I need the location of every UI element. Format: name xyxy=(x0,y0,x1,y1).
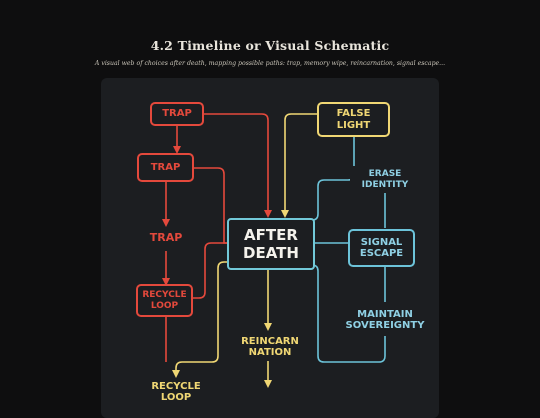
node-trap-top-label: TRAP xyxy=(162,108,192,120)
edge-false-light-to-center-blue xyxy=(311,136,355,221)
node-maintain-sovereignty: MAINTAIN SOVEREIGNTY xyxy=(338,305,432,335)
edge-trap-mid-to-center xyxy=(194,167,228,244)
node-trap-top: TRAP xyxy=(150,102,204,126)
node-trap-mid: TRAP xyxy=(137,153,194,182)
edge-trap-top-to-center xyxy=(204,113,272,218)
edge-center-to-recycle-loop-bottom xyxy=(172,261,228,378)
node-reincarnation: REINCARN NATION xyxy=(232,332,308,362)
node-recycle-loop-box-label: RECYCLE LOOP xyxy=(142,290,187,311)
node-false-light: FALSE LIGHT xyxy=(317,102,390,137)
node-after-death-label: AFTER DEATH xyxy=(243,226,299,262)
node-signal-escape-label: SIGNAL ESCAPE xyxy=(359,236,404,260)
node-erase-identity: ERASE IDENTITY xyxy=(350,166,420,193)
node-trap-plain: TRAP xyxy=(136,229,196,247)
edge-center-to-recycle-loop xyxy=(191,242,228,299)
node-recycle-loop-bottom: RECYCLE LOOP xyxy=(144,379,208,405)
node-trap-mid-label: TRAP xyxy=(150,161,181,173)
node-false-light-label: FALSE LIGHT xyxy=(336,108,371,131)
node-reincarnation-label: REINCARN NATION xyxy=(241,335,299,359)
node-maintain-sovereignty-label: MAINTAIN SOVEREIGNTY xyxy=(345,308,425,332)
node-after-death: AFTER DEATH xyxy=(227,218,315,270)
diagram-edges xyxy=(162,113,386,388)
edge-false-light-to-center xyxy=(281,113,318,218)
node-recycle-loop-bottom-label: RECYCLE LOOP xyxy=(151,380,201,404)
node-recycle-loop-box: RECYCLE LOOP xyxy=(136,284,193,317)
node-erase-identity-label: ERASE IDENTITY xyxy=(361,169,409,190)
page-title: 4.2 Timeline or Visual Schematic xyxy=(150,38,390,53)
node-signal-escape: SIGNAL ESCAPE xyxy=(348,229,415,267)
page-subtitle: A visual web of choices after death, map… xyxy=(94,60,446,67)
node-trap-plain-label: TRAP xyxy=(149,230,183,244)
edge-center-to-maintain xyxy=(311,264,386,363)
